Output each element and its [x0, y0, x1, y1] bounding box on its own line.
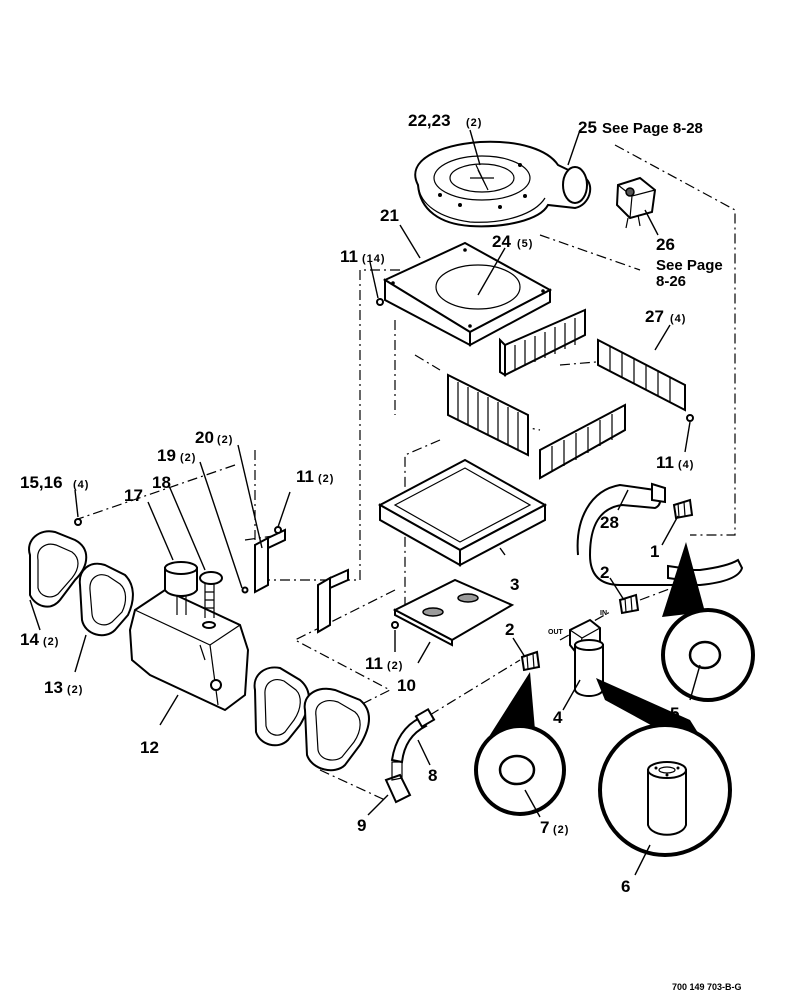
callout-13: 13 — [44, 678, 63, 697]
blower-assembly[interactable] — [414, 140, 592, 228]
tank-strap-rear-b[interactable] — [303, 687, 370, 772]
callout-11-cover: 11 — [365, 654, 383, 673]
tank-strap-front-b[interactable] — [78, 562, 134, 637]
callout-26: 26 — [656, 235, 675, 254]
leader-lines — [29, 129, 701, 876]
callout-20: 20 — [195, 428, 214, 447]
callout-11-right-qty: (4) — [678, 459, 694, 471]
filler-cap[interactable] — [164, 561, 198, 615]
callout-22-23: 22,23 — [408, 111, 451, 130]
callout-26-note-2: 8-26 — [656, 273, 686, 290]
callout-27: 27 — [645, 307, 664, 326]
callout-13-qty: (2) — [67, 684, 83, 696]
callout-25-note: See Page 8-28 — [602, 120, 703, 137]
callout-15-16-qty: (4) — [73, 479, 89, 491]
filter-out-mark: OUT — [548, 629, 564, 636]
callout-8: 8 — [428, 766, 437, 785]
callout-6: 6 — [621, 877, 630, 896]
callout-27-qty: (4) — [670, 313, 686, 325]
callout-5: 5 — [670, 704, 679, 723]
callout-12: 12 — [140, 738, 159, 757]
radiator-panel-front[interactable] — [539, 403, 626, 480]
callouts: 22,23 (2) 25 See Page 8-28 26 See Page 8… — [20, 111, 742, 992]
callout-21: 21 — [380, 206, 399, 225]
radiator-panel-left[interactable] — [447, 373, 529, 457]
tank-strap-front-a[interactable] — [28, 530, 88, 608]
filter-canister[interactable] — [574, 639, 604, 697]
mounting-bracket-center[interactable] — [317, 568, 349, 634]
top-cover-plate[interactable] — [382, 241, 553, 347]
callout-2-lower: 2 — [505, 620, 514, 639]
bottom-tray[interactable] — [377, 458, 548, 567]
callout-3: 3 — [510, 575, 519, 594]
detail-oring-5 — [661, 542, 755, 702]
callout-19: 19 — [157, 446, 176, 465]
fasteners — [74, 298, 694, 629]
callout-11-cover-qty: (2) — [387, 660, 403, 672]
callout-4: 4 — [553, 708, 563, 727]
hose-elbow[interactable] — [390, 707, 436, 764]
filter-in-mark: IN — [600, 610, 607, 617]
callout-15-16: 15,16 — [20, 473, 63, 492]
callout-11-top-qty: (14) — [362, 253, 386, 265]
callout-7-qty: (2) — [553, 824, 569, 836]
thermostat-switch[interactable] — [615, 176, 657, 229]
callout-26-note-1: See Page — [656, 257, 723, 274]
callout-2-upper: 2 — [600, 563, 609, 582]
callout-17: 17 — [124, 486, 143, 505]
callout-9: 9 — [357, 816, 366, 835]
callout-22-23-qty: (2) — [466, 117, 482, 129]
gauge-dipstick[interactable] — [199, 571, 223, 629]
callout-11-right: 11 — [656, 453, 674, 472]
callout-28: 28 — [600, 513, 619, 532]
callout-11-bracket: 11 — [296, 467, 314, 486]
access-cover-plate[interactable] — [392, 578, 515, 647]
tank-strap-rear-a[interactable] — [253, 666, 310, 747]
drawing-number: 700 149 703-B-G — [672, 982, 742, 992]
fuel-tank[interactable] — [128, 588, 250, 712]
callout-24: 24 — [492, 232, 511, 251]
callout-20-qty: (2) — [217, 434, 233, 446]
callout-14-qty: (2) — [43, 636, 59, 648]
fitting-2-lower[interactable] — [520, 650, 541, 672]
detail-oring-7 — [474, 672, 566, 816]
callout-25: 25 — [578, 118, 597, 137]
fitting-1[interactable] — [672, 498, 694, 520]
callout-19-qty: (2) — [180, 452, 196, 464]
fitting-elbow[interactable] — [384, 761, 412, 804]
callout-10: 10 — [397, 676, 416, 695]
callout-11-bracket-qty: (2) — [318, 473, 334, 485]
radiator-panel-right[interactable] — [597, 338, 686, 412]
callout-7: 7 — [540, 818, 549, 837]
callout-18: 18 — [152, 473, 171, 492]
mounting-bracket-left[interactable] — [254, 528, 286, 594]
callout-11-top: 11 — [340, 247, 358, 266]
callout-14: 14 — [20, 630, 39, 649]
radiator-panel-upper-right[interactable] — [499, 308, 586, 377]
callout-24-qty: (5) — [517, 238, 533, 250]
callout-1: 1 — [650, 542, 659, 561]
detail-filter-element-6 — [596, 678, 732, 857]
